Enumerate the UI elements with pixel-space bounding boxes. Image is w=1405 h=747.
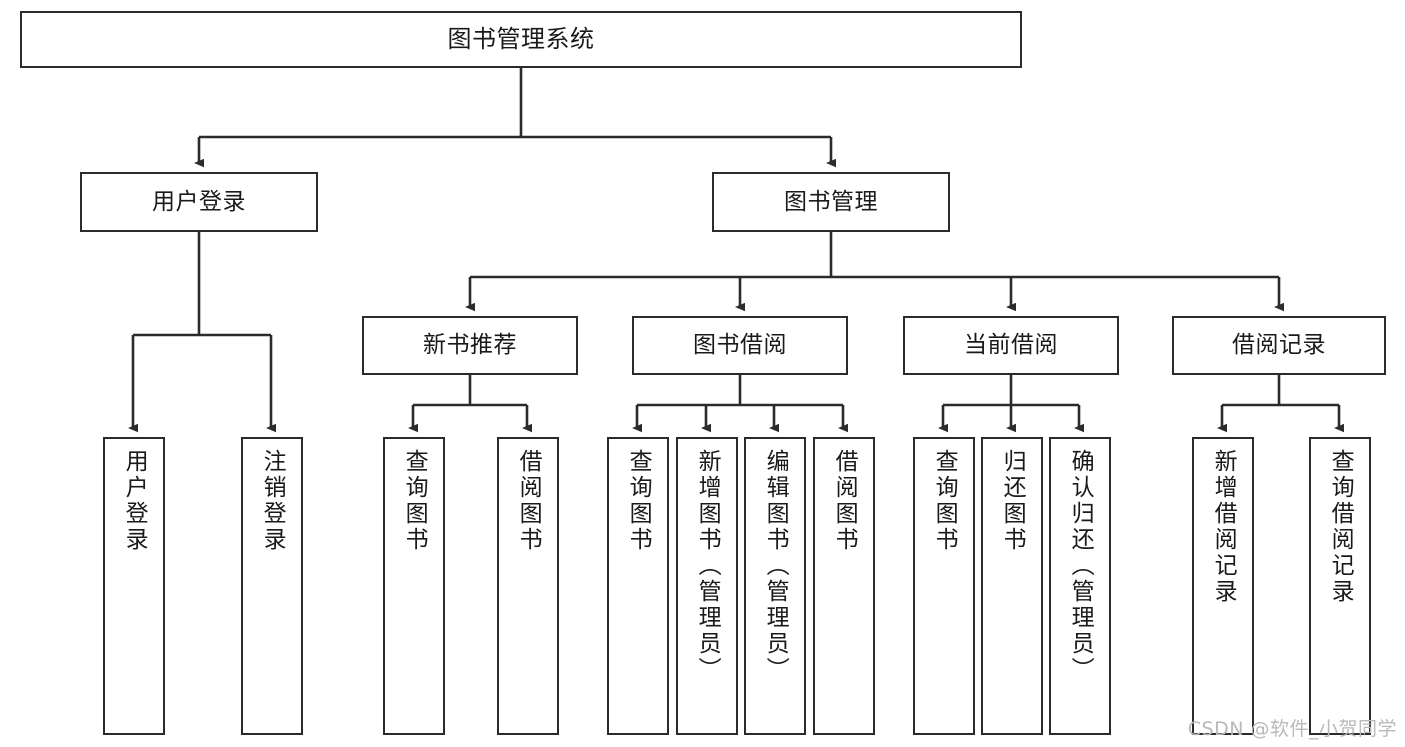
node-label: 归还图书 — [999, 449, 1026, 553]
node-label: 编辑图书（管理员） — [762, 449, 789, 683]
node-label: 图书管理系统 — [447, 24, 595, 53]
node-label: 当前借阅 — [964, 332, 1058, 359]
node-book-management[interactable]: 图书管理 — [712, 172, 950, 232]
leaf-user-login-login[interactable]: 用户登录 — [103, 437, 165, 735]
node-label: 借阅图书 — [831, 449, 858, 553]
node-label: 查询借阅记录 — [1327, 449, 1354, 605]
node-borrow-record[interactable]: 借阅记录 — [1172, 316, 1386, 375]
node-label: 确认归还（管理员） — [1067, 449, 1094, 683]
node-user-login[interactable]: 用户登录 — [80, 172, 318, 232]
node-label: 用户登录 — [152, 188, 246, 215]
leaf-borrow-record-query-record[interactable]: 查询借阅记录 — [1309, 437, 1371, 735]
node-label: 图书管理 — [784, 188, 878, 215]
node-label: 新增借阅记录 — [1210, 449, 1237, 605]
node-label: 查询图书 — [401, 449, 428, 553]
node-label: 借阅记录 — [1232, 332, 1326, 359]
node-label: 借阅图书 — [515, 449, 542, 553]
leaf-current-borrow-confirm-return-admin[interactable]: 确认归还（管理员） — [1049, 437, 1111, 735]
leaf-user-login-logout[interactable]: 注销登录 — [241, 437, 303, 735]
node-label: 用户登录 — [121, 449, 148, 553]
node-book-borrow[interactable]: 图书借阅 — [632, 316, 848, 375]
leaf-current-borrow-query-book[interactable]: 查询图书 — [913, 437, 975, 735]
node-label: 图书借阅 — [693, 332, 787, 359]
leaf-new-book-query-book[interactable]: 查询图书 — [383, 437, 445, 735]
leaf-book-borrow-add-book-admin[interactable]: 新增图书（管理员） — [676, 437, 738, 735]
leaf-book-borrow-edit-book-admin[interactable]: 编辑图书（管理员） — [744, 437, 806, 735]
node-label: 新书推荐 — [423, 332, 517, 359]
leaf-current-borrow-return-book[interactable]: 归还图书 — [981, 437, 1043, 735]
node-label: 注销登录 — [259, 449, 286, 553]
leaf-new-book-borrow-book[interactable]: 借阅图书 — [497, 437, 559, 735]
leaf-borrow-record-add-record[interactable]: 新增借阅记录 — [1192, 437, 1254, 735]
leaf-book-borrow-query-book[interactable]: 查询图书 — [607, 437, 669, 735]
node-label: 查询图书 — [931, 449, 958, 553]
leaf-book-borrow-borrow-book[interactable]: 借阅图书 — [813, 437, 875, 735]
node-label: 查询图书 — [625, 449, 652, 553]
node-current-borrow[interactable]: 当前借阅 — [903, 316, 1119, 375]
watermark-text: CSDN @软件_小贺同学 — [1187, 718, 1397, 740]
node-new-book-recommend[interactable]: 新书推荐 — [362, 316, 578, 375]
node-label: 新增图书（管理员） — [694, 449, 721, 683]
node-root-book-management-system[interactable]: 图书管理系统 — [20, 11, 1022, 68]
